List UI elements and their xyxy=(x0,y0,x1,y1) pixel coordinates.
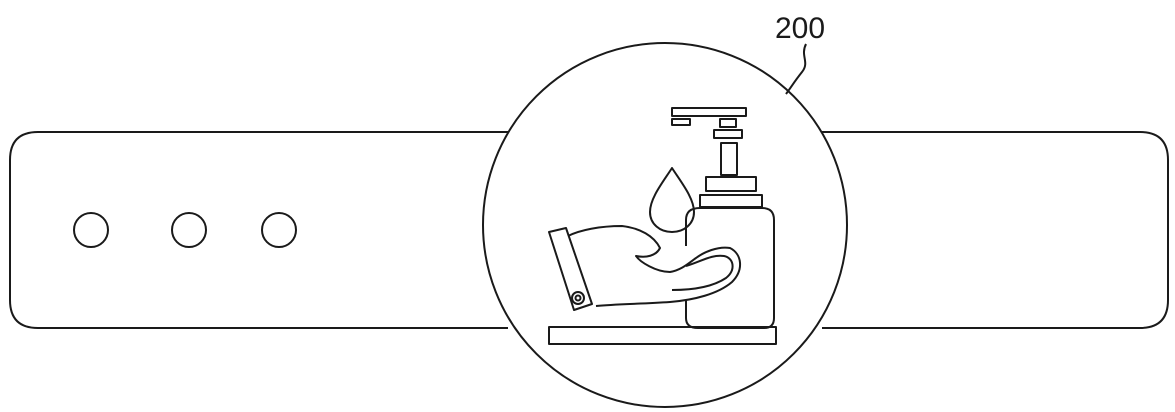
dispenser-bottle xyxy=(685,207,775,329)
hand-finger-crease xyxy=(671,254,734,291)
emblem-illustration xyxy=(548,107,777,345)
dispenser-bottle-left-top xyxy=(685,207,701,246)
indicator-dots xyxy=(73,212,297,248)
dispenser-pump-cap-upper xyxy=(719,118,737,128)
dispenser-collar-upper xyxy=(705,176,757,192)
dispenser-nozzle-tip xyxy=(671,118,691,126)
dispenser-pump-stem xyxy=(720,142,738,176)
dispenser-collar-lower xyxy=(699,194,763,208)
indicator-dot xyxy=(73,212,109,248)
dispenser-pump-cap-lower xyxy=(713,129,743,139)
emblem-circle xyxy=(482,42,848,408)
leader-line xyxy=(785,43,807,95)
hand-palm xyxy=(567,225,741,307)
reference-numeral: 200 xyxy=(775,12,825,45)
soap-dispenser-icon xyxy=(671,107,775,329)
dispenser-nozzle xyxy=(671,107,747,117)
wristband-band xyxy=(9,131,1169,329)
hand-sleeve-button-inner xyxy=(574,294,582,302)
water-drop-icon xyxy=(649,167,695,233)
hand-sleeve-button xyxy=(571,291,585,305)
indicator-dot xyxy=(171,212,207,248)
hand-icon xyxy=(548,225,741,311)
band-right-segment xyxy=(822,131,1169,329)
shelf-icon xyxy=(548,326,777,345)
band-left-segment xyxy=(9,131,508,329)
hand-sleeve xyxy=(548,227,593,311)
indicator-dot xyxy=(261,212,297,248)
